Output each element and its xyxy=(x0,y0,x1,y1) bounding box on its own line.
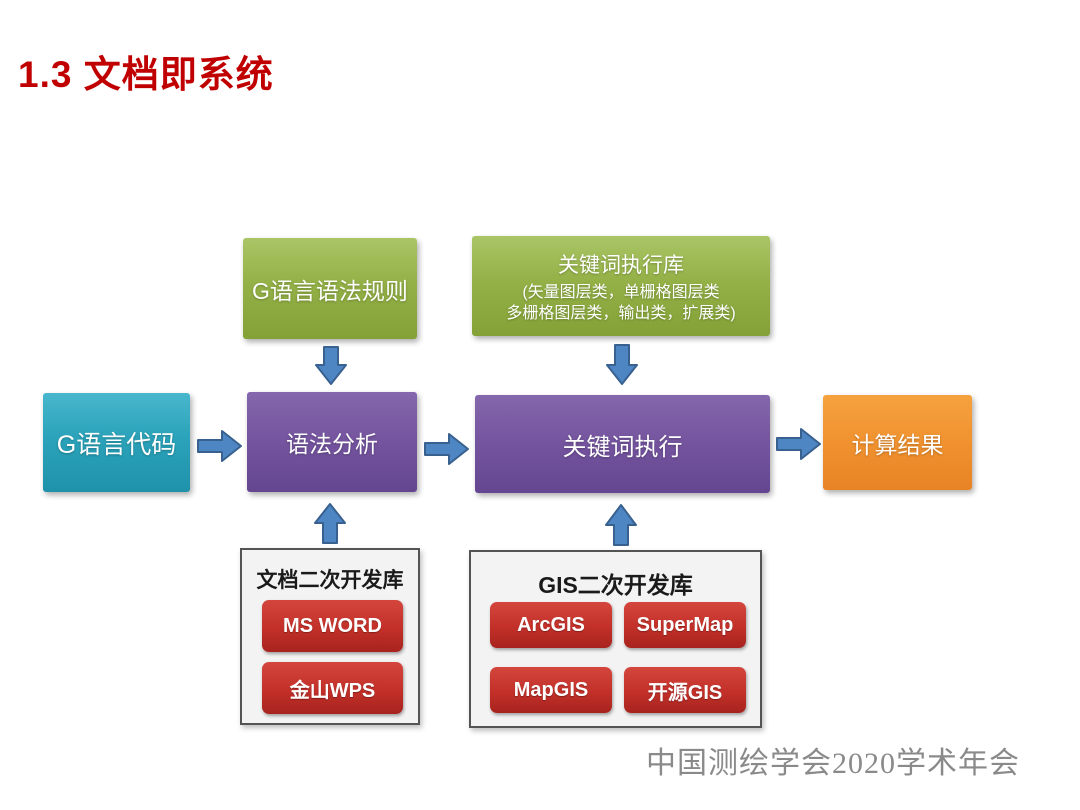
arrow-right-syntax-to-execution-icon xyxy=(424,433,469,465)
arrow-right-execution-to-result-icon xyxy=(776,428,821,460)
footer-text: 中国测绘学会2020学术年会 xyxy=(646,747,1020,780)
keyword-library-box: 关键词执行库 (矢量图层类，单栅格图层类 多栅格图层类，输出类，扩展类) xyxy=(472,236,770,336)
g-code-label: G语言代码 xyxy=(56,430,177,459)
result-box: 计算结果 xyxy=(823,395,972,490)
keyword-library-title: 关键词执行库 xyxy=(558,253,684,277)
grammar-rules-label: G语言语法规则 xyxy=(252,277,408,304)
arrow-down-library-to-execution-icon xyxy=(606,344,638,385)
doc-dev-panel-title: 文档二次开发库 xyxy=(256,569,404,592)
arrow-up-gispanel-to-execution-icon xyxy=(605,504,637,546)
arrow-down-grammar-to-syntax-icon xyxy=(315,346,347,385)
result-label: 计算结果 xyxy=(851,431,944,458)
syntax-analysis-box: 语法分析 xyxy=(247,392,417,492)
gis-dev-panel: GIS二次开发库 ArcGIS SuperMap MapGIS 开源GIS xyxy=(469,550,762,728)
arcgis-node: ArcGIS xyxy=(490,602,612,648)
mapgis-node: MapGIS xyxy=(490,667,612,713)
page-title: 1.3 文档即系统 xyxy=(18,54,274,95)
keyword-library-subtitle-line2: 多栅格图层类，输出类，扩展类) xyxy=(506,304,736,322)
grammar-rules-box: G语言语法规则 xyxy=(243,238,417,339)
keyword-execution-box: 关键词执行 xyxy=(475,395,770,493)
arrow-right-code-to-syntax-icon xyxy=(197,430,242,462)
wps-node: 金山WPS xyxy=(262,662,403,714)
gis-dev-panel-title: GIS二次开发库 xyxy=(538,572,693,598)
ms-word-node: MS WORD xyxy=(262,600,403,652)
supermap-node: SuperMap xyxy=(624,602,746,648)
keyword-execution-label: 关键词执行 xyxy=(562,433,683,461)
g-code-box: G语言代码 xyxy=(43,393,190,492)
doc-dev-panel: 文档二次开发库 MS WORD 金山WPS xyxy=(240,548,420,725)
syntax-analysis-label: 语法分析 xyxy=(286,431,378,457)
keyword-library-subtitle-line1: (矢量图层类，单栅格图层类 xyxy=(522,283,720,301)
arrow-up-docpanel-to-syntax-icon xyxy=(314,503,346,544)
opensource-gis-node: 开源GIS xyxy=(624,667,746,713)
